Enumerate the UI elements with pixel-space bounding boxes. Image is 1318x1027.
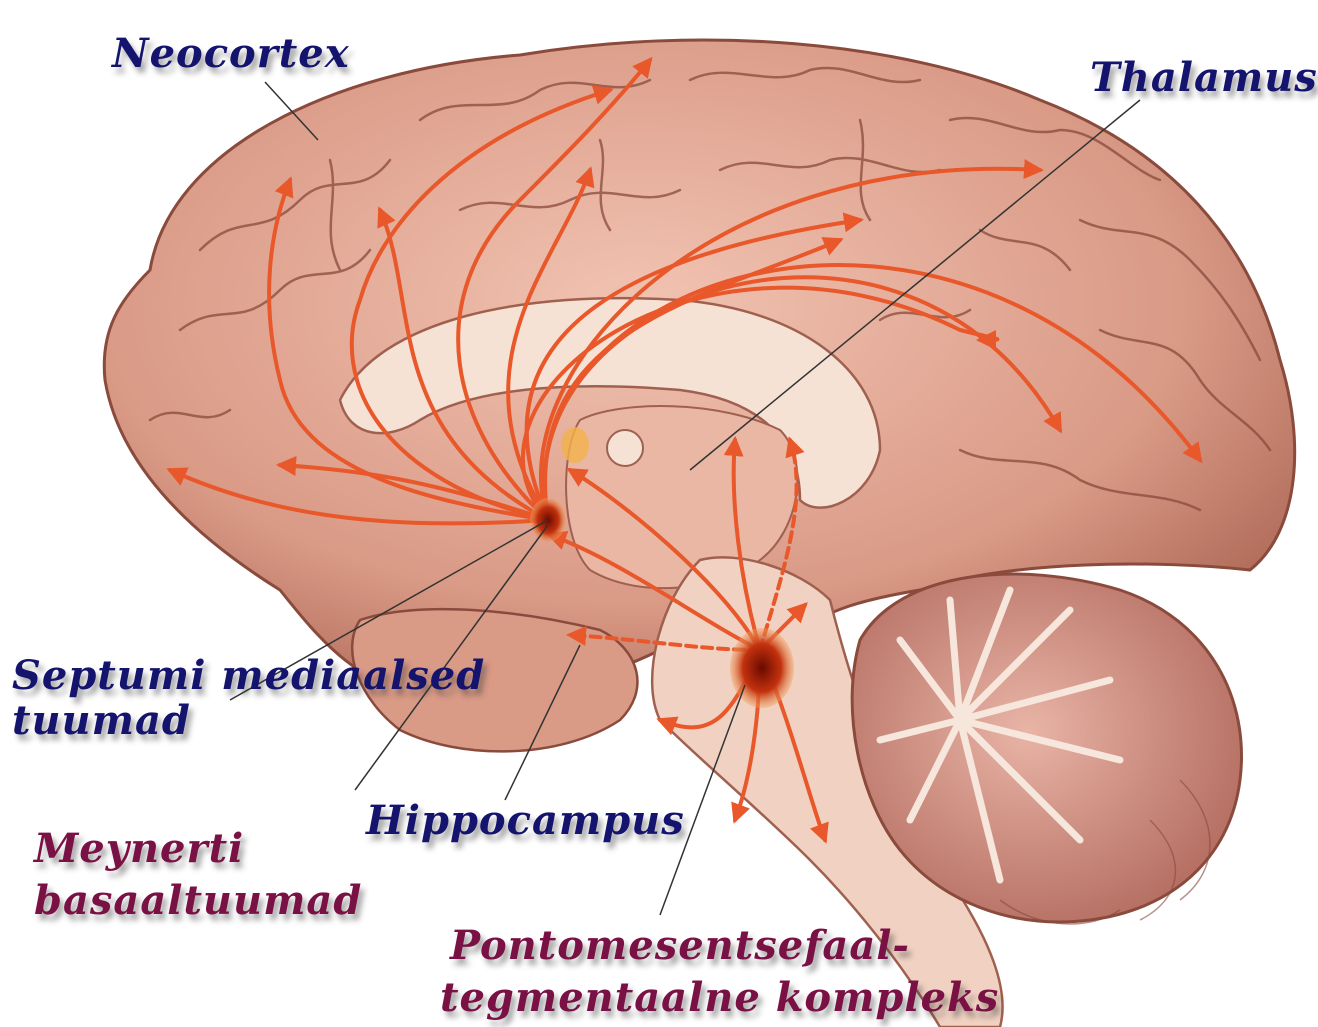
label-septumi-line1: Septumi mediaalsed <box>12 655 485 697</box>
label-ppt-line1: Pontomesentsefaal- <box>450 925 910 967</box>
label-neocortex: Neocortex <box>112 33 350 75</box>
label-ppt-line2: tegmentaalne kompleks <box>440 977 999 1019</box>
label-septumi-line2: tuumad <box>12 700 191 742</box>
label-thalamus: Thalamus <box>1090 57 1318 99</box>
basal-forebrain-spot <box>561 427 589 463</box>
pontomesencephalic-nucleus <box>730 628 794 708</box>
label-hippocampus: Hippocampus <box>366 800 685 842</box>
interthalamic-adhesion <box>607 430 643 466</box>
label-meynerti-line1: Meynerti <box>34 828 244 870</box>
label-meynerti-line2: basaaltuumad <box>34 880 362 922</box>
